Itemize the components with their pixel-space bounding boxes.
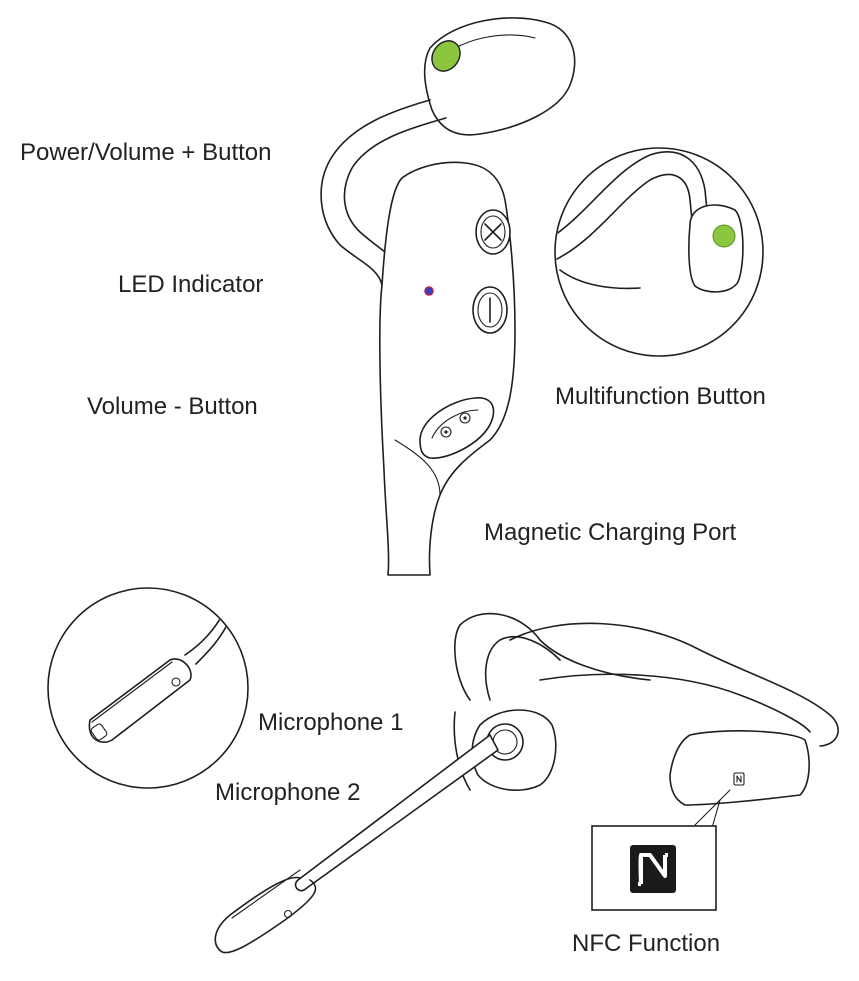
multifunction-zoom-circle	[554, 147, 764, 357]
multifunction-button-label: Multifunction Button	[555, 383, 766, 410]
nfc-n-mark-icon	[630, 845, 676, 893]
microphone-zoom-circle	[47, 587, 249, 789]
led-indicator-dot	[424, 286, 434, 296]
headset-side-view	[320, 17, 576, 576]
multifunction-button-green	[712, 224, 736, 248]
power-button-green	[431, 40, 461, 72]
volume-minus-button-art	[472, 286, 508, 334]
nfc-callout-box	[591, 825, 717, 911]
magnetic-charging-port-label: Magnetic Charging Port	[484, 519, 737, 546]
volume-plus-button-art	[475, 209, 511, 255]
nfc-mark-small	[733, 772, 745, 786]
led-indicator-label: LED Indicator	[118, 271, 264, 298]
volume-minus-label: Volume - Button	[87, 393, 258, 420]
headset-front-view	[214, 612, 839, 954]
microphone-1-label: Microphone 1	[258, 709, 404, 736]
power-volume-plus-label: Power/Volume + Button	[20, 139, 272, 166]
microphone-2-label: Microphone 2	[215, 779, 361, 806]
magnetic-charging-port-art	[419, 397, 495, 459]
plus-icon	[484, 223, 502, 241]
nfc-function-label: NFC Function	[572, 930, 721, 957]
